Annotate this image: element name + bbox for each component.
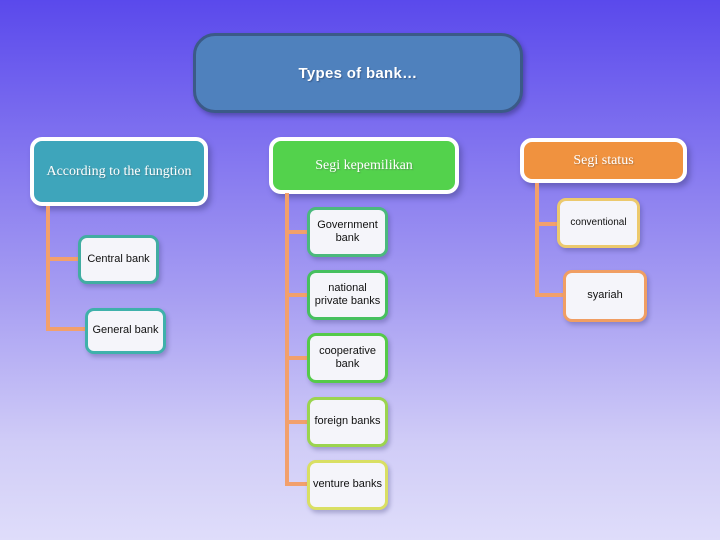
- connector-branch-government-bank: [285, 230, 307, 234]
- connector-branch-foreign-banks: [285, 420, 307, 424]
- connector-branch-general-bank: [46, 327, 85, 331]
- connector-branch-conventional: [535, 222, 557, 226]
- node-syariah: syariah: [563, 270, 647, 322]
- node-label: cooperative bank: [319, 344, 376, 370]
- node-label: foreign banks: [314, 415, 381, 428]
- node-national-private-banks: national private banks: [307, 270, 388, 320]
- node-label: General bank: [92, 324, 159, 337]
- connector-vertical-right: [535, 183, 539, 297]
- node-label: national private banks: [314, 281, 381, 307]
- node-label: conventional: [570, 217, 627, 228]
- connector-vertical-left: [46, 206, 50, 331]
- node-cooperative-bank: cooperative bank: [307, 333, 388, 383]
- node-foreign-banks: foreign banks: [307, 397, 388, 447]
- connector-vertical-middle: [285, 193, 289, 485]
- node-label: syariah: [587, 289, 623, 302]
- header-label: Segi kepemilikan: [315, 157, 413, 173]
- node-label: Central bank: [87, 252, 150, 265]
- connector-branch-central-bank: [46, 257, 78, 261]
- slide-title: Types of bank…: [298, 64, 418, 82]
- header-label: According to the fungtion: [46, 163, 192, 179]
- header-segi-status: Segi status: [520, 138, 687, 183]
- header-according-to-fungtion: According to the fungtion: [30, 137, 208, 206]
- node-conventional: conventional: [557, 198, 640, 248]
- connector-branch-cooperative-bank: [285, 356, 307, 360]
- node-general-bank: General bank: [85, 308, 166, 354]
- node-central-bank: Central bank: [78, 235, 159, 284]
- connector-branch-national-private-banks: [285, 293, 307, 297]
- header-label: Segi status: [573, 152, 634, 168]
- connector-branch-venture-banks: [285, 482, 307, 486]
- header-segi-kepemilikan: Segi kepemilikan: [269, 137, 459, 194]
- node-government-bank: Government bank: [307, 207, 388, 257]
- node-venture-banks: venture banks: [307, 460, 388, 510]
- connector-branch-syariah: [535, 293, 563, 297]
- node-label: venture banks: [312, 478, 383, 491]
- node-label: Government bank: [317, 218, 378, 244]
- slide-title-box: Types of bank…: [193, 33, 523, 113]
